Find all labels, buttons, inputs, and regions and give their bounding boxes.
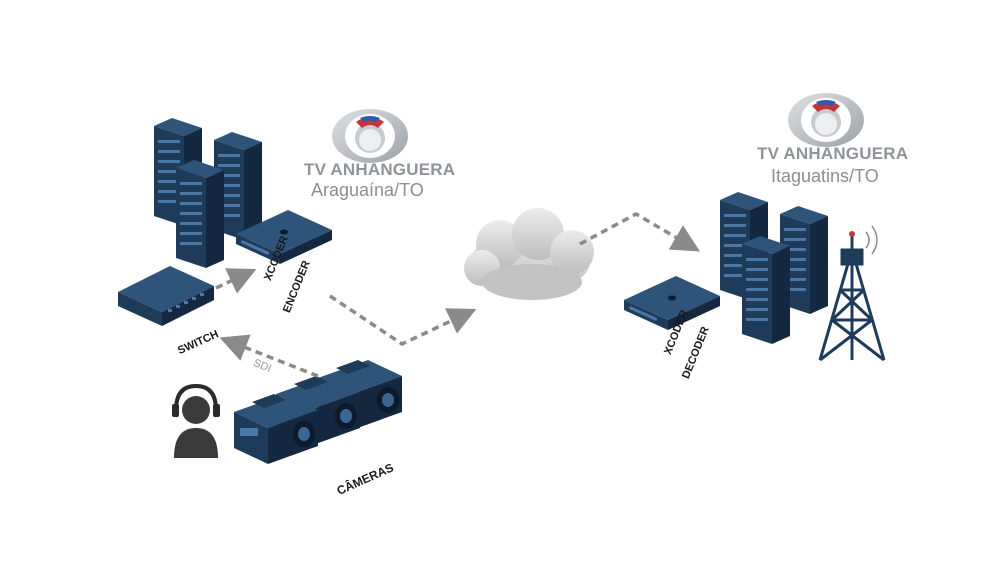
- network-switch-icon: [118, 266, 214, 326]
- server-rack-icon: [176, 160, 224, 268]
- broadcast-tower: [818, 225, 886, 362]
- decoder-device: [624, 276, 720, 330]
- decoder-box-icon: [624, 276, 720, 330]
- arrow-cloud-to-destination: [579, 211, 701, 252]
- arrow-encoder-to-cloud: [329, 294, 477, 347]
- logo-emblem-icon: [788, 93, 864, 147]
- logo-destination: [788, 93, 864, 147]
- operator: [172, 383, 220, 458]
- destination-city: Itaguatins/TO: [771, 166, 879, 186]
- origin-city: Araguaína/TO: [311, 180, 424, 200]
- network-switch-device: [118, 266, 214, 326]
- logo-origin: [332, 109, 408, 163]
- server-racks-destination: [720, 192, 828, 344]
- server-rack-icon: [742, 236, 790, 344]
- operator-headset-icon: [172, 383, 220, 458]
- cloud-network: [464, 208, 594, 300]
- arrow-cameras-to-switch: [219, 334, 319, 378]
- camera-icon: [234, 394, 318, 464]
- arrow-switch-to-encoder: [215, 268, 257, 294]
- broadcast-tower-icon: [818, 236, 886, 362]
- origin-brand: TV ANHANGUERA: [304, 160, 456, 179]
- logo-emblem-icon: [332, 109, 408, 163]
- cloud-icon: [464, 208, 594, 300]
- destination-brand: TV ANHANGUERA: [757, 144, 909, 163]
- connection-arrows: [215, 211, 701, 378]
